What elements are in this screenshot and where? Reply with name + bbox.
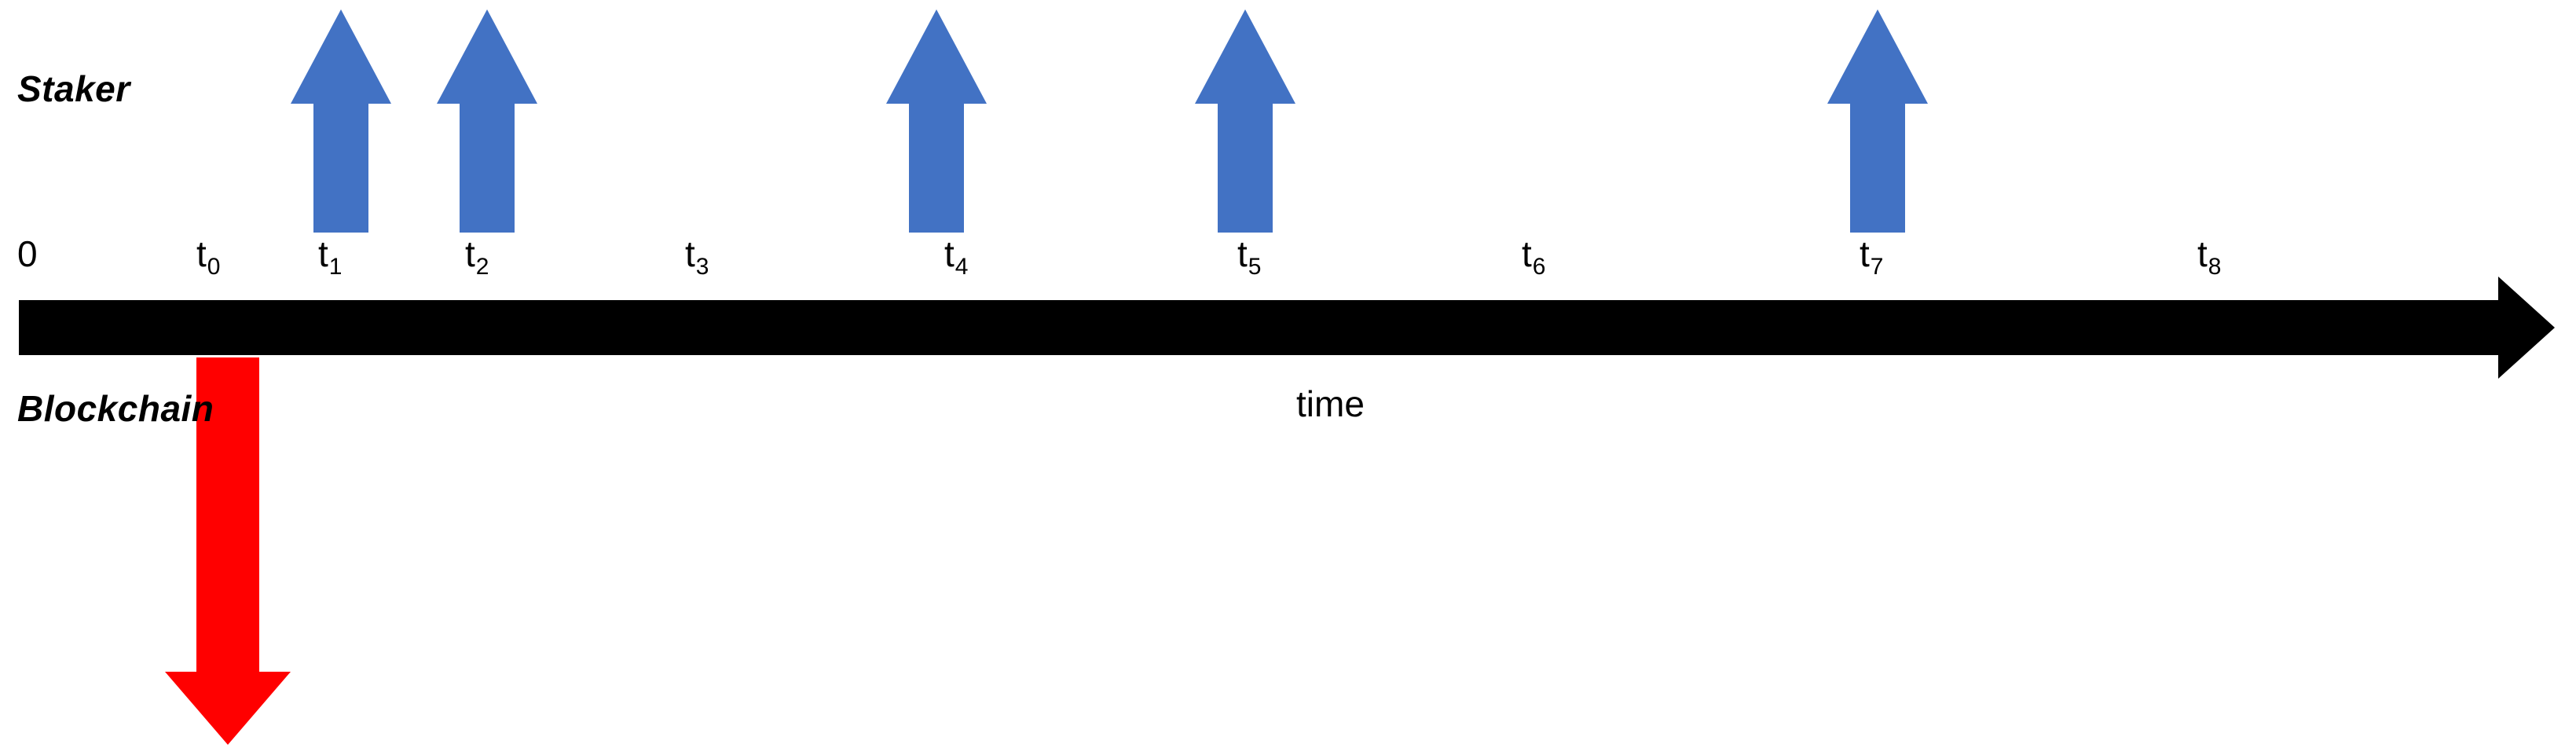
tick-label-t-1: t1 — [318, 233, 342, 279]
staker-event-arrow-t-5 — [1195, 9, 1295, 233]
tick-subscript: 0 — [207, 254, 221, 280]
staker-event-arrow-t-7 — [1827, 9, 1928, 233]
tick-base: t — [2197, 233, 2208, 274]
tick-base: 0 — [17, 233, 38, 274]
tick-label-t-origin: 0 — [17, 236, 38, 272]
tick-subscript: 7 — [1870, 254, 1884, 280]
tick-label-t-2: t2 — [465, 233, 489, 279]
staker-event-arrow-t-1 — [291, 9, 391, 233]
tick-subscript: 3 — [695, 254, 709, 280]
time-axis — [19, 277, 2555, 379]
blockchain-arrows — [165, 357, 291, 745]
staker-event-arrow-t-2 — [437, 9, 537, 233]
tick-subscript: 5 — [1248, 254, 1262, 280]
staker-lane-label: Staker — [17, 68, 130, 109]
staker-arrows — [291, 9, 1928, 233]
tick-base: t — [1860, 233, 1870, 274]
tick-subscript: 8 — [2208, 254, 2222, 280]
tick-base: t — [944, 233, 955, 274]
staker-event-arrow-t-4 — [886, 9, 987, 233]
tick-label-t-8: t8 — [2197, 233, 2221, 279]
tick-subscript: 2 — [475, 254, 489, 280]
tick-base: t — [1522, 233, 1532, 274]
tick-base: t — [318, 233, 328, 274]
tick-base: t — [465, 233, 475, 274]
tick-subscript: 1 — [328, 254, 343, 280]
tick-label-t-6: t6 — [1522, 233, 1545, 279]
blockchain-event-arrow-t-0 — [165, 357, 291, 745]
tick-label-t-5: t5 — [1237, 233, 1261, 279]
time-axis-label: time — [1296, 383, 1365, 424]
time-axis-arrow — [19, 277, 2555, 379]
tick-base: t — [1237, 233, 1248, 274]
tick-label-t-4: t4 — [944, 233, 968, 279]
tick-label-t-7: t7 — [1860, 233, 1883, 279]
blockchain-lane-label: Blockchain — [17, 388, 214, 429]
tick-base: t — [685, 233, 695, 274]
tick-subscript: 6 — [1532, 254, 1546, 280]
tick-base: t — [196, 233, 207, 274]
tick-label-t-3: t3 — [685, 233, 709, 279]
tick-label-t-0: t0 — [196, 233, 220, 279]
tick-subscript: 4 — [955, 254, 969, 280]
